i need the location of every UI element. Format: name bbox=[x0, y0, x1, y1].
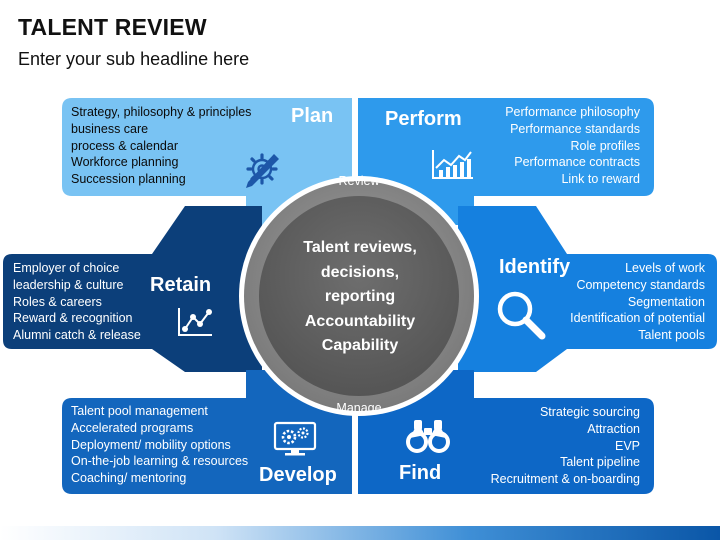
gear-pencil-icon bbox=[246, 153, 279, 188]
list-item: Link to reward bbox=[561, 172, 640, 187]
list-item: Reward & recognition bbox=[13, 311, 133, 326]
list-item: Identification of potential bbox=[570, 311, 705, 326]
ring-label-review: Review bbox=[338, 174, 380, 188]
find-list: Strategic sourcing Attraction EVP Talent… bbox=[491, 404, 640, 488]
list-item: business care bbox=[71, 121, 149, 136]
list-item: leadership & culture bbox=[13, 277, 124, 292]
perform-list: Performance philosophy Performance stand… bbox=[505, 104, 640, 188]
list-item: Deployment/ mobility options bbox=[71, 437, 231, 452]
perform-panel bbox=[358, 98, 654, 225]
list-item: Employer of choice bbox=[13, 261, 120, 275]
page-title: TALENT REVIEW bbox=[18, 14, 207, 40]
identify-list: Levels of work Competency standards Segm… bbox=[570, 260, 705, 344]
center-line: reporting bbox=[324, 288, 396, 305]
list-item: Segmentation bbox=[627, 294, 705, 309]
develop-heading: Develop bbox=[259, 464, 337, 486]
list-item: EVP bbox=[614, 438, 640, 453]
list-item: Succession planning bbox=[71, 172, 186, 187]
list-item: Performance contracts bbox=[514, 155, 640, 170]
plan-heading: Plan bbox=[291, 105, 334, 127]
center-line: decisions, bbox=[320, 263, 400, 281]
plan-list: Strategy, philosophy & principles busine… bbox=[71, 104, 251, 188]
plan-panel bbox=[62, 98, 352, 225]
center-line: Talent reviews, bbox=[303, 239, 417, 256]
binoculars-icon bbox=[406, 420, 450, 453]
list-item: Alumni catch & release bbox=[13, 328, 141, 343]
list-item: Competency standards bbox=[576, 277, 705, 292]
identify-panel bbox=[458, 206, 717, 372]
identify-heading: Identify bbox=[499, 256, 571, 278]
find-heading: Find bbox=[399, 462, 442, 484]
monitor-gears-icon bbox=[273, 421, 317, 456]
perform-heading: Perform bbox=[385, 108, 462, 130]
list-item: On-the-job learning & resources bbox=[71, 454, 249, 469]
develop-panel bbox=[62, 370, 352, 494]
list-item: Performance philosophy bbox=[505, 105, 640, 119]
list-item: Coaching/ mentoring bbox=[71, 471, 187, 486]
list-item: Talent pipeline bbox=[560, 455, 640, 470]
list-item: Levels of work bbox=[625, 261, 705, 275]
list-item: Talent pools bbox=[638, 328, 705, 343]
list-item: Role profiles bbox=[570, 138, 640, 153]
list-item: process & calendar bbox=[71, 138, 179, 153]
center-line: Capability bbox=[321, 337, 399, 354]
retain-panel bbox=[3, 206, 262, 372]
list-item: Workforce planning bbox=[71, 155, 179, 170]
list-item: Accelerated programs bbox=[71, 420, 194, 435]
center-line: Accountability bbox=[304, 312, 416, 330]
page-subtitle: Enter your sub headline here bbox=[18, 49, 250, 69]
list-item: Roles & careers bbox=[13, 294, 102, 309]
retain-list: Employer of choice leadership & culture … bbox=[13, 260, 141, 344]
list-item: Strategy, philosophy & principles bbox=[71, 105, 252, 119]
magnifier-icon bbox=[497, 291, 546, 340]
list-item: Recruitment & on-boarding bbox=[490, 472, 640, 487]
list-item: Talent pool management bbox=[71, 404, 208, 418]
footer-gradient-bar bbox=[0, 526, 720, 540]
center-text: Talent reviews, decisions, reporting Acc… bbox=[262, 236, 458, 359]
line-graph-icon bbox=[178, 308, 212, 336]
ring-label-manage: Manage bbox=[336, 401, 382, 415]
list-item: Attraction bbox=[587, 421, 640, 436]
list-item: Strategic sourcing bbox=[539, 405, 640, 419]
list-item: Performance standards bbox=[510, 121, 640, 136]
core-circle bbox=[259, 196, 459, 396]
find-panel bbox=[358, 370, 654, 494]
develop-list: Talent pool management Accelerated progr… bbox=[71, 403, 248, 487]
retain-heading: Retain bbox=[150, 274, 212, 296]
bar-chart-trend-icon bbox=[432, 150, 473, 179]
